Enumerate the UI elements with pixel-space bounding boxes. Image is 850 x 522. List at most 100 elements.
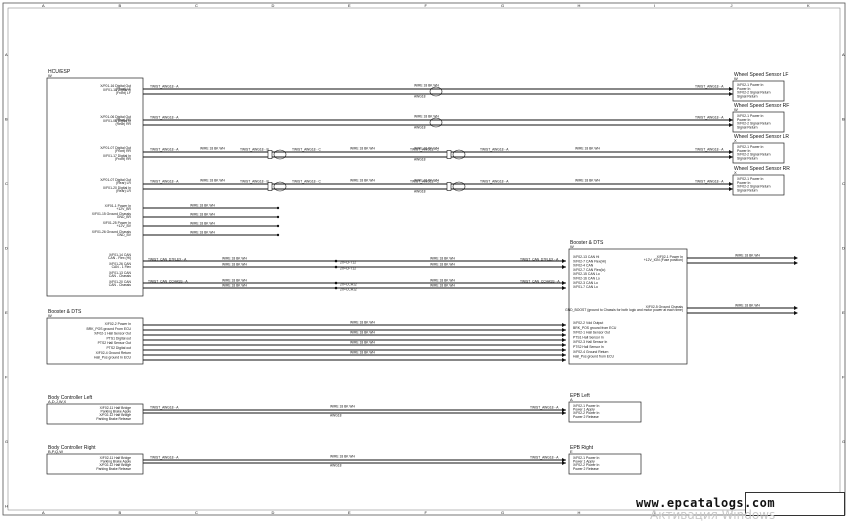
hcu-pin-label: X/F01-16 Digital Out <box>100 84 131 88</box>
hcu-pin-label: X/F01-06 Digital Out <box>100 115 131 119</box>
outer-border <box>2 2 846 516</box>
booster-right-ground-pin: X/F02-5 Ground Chassis <box>646 305 684 309</box>
bc-right-box <box>46 453 144 475</box>
wire-spec: WIRE 18 BK WH <box>735 254 761 258</box>
epb-left-subtitle: A <box>570 397 573 402</box>
twist-tag: TWIST_AWG18 - A <box>530 406 559 410</box>
twist-tag: TWIST_AWG18 - C <box>410 180 439 184</box>
sensor-pin: Power In <box>737 118 750 122</box>
row-marker: D <box>5 246 8 251</box>
booster-left-pin: X/F02-1 Hall Sensor Out <box>94 332 131 336</box>
bc-right-subtitle: B,P,Q,W <box>48 449 63 454</box>
epb-right-pin: Power 1 Apply <box>573 460 595 464</box>
bc-left-pin: Parking Brake Apply <box>100 410 131 414</box>
watermark-url: www.epcatalogs.com <box>636 496 776 510</box>
booster-right-pin-bottom: PTS1 Hall Sensor In <box>573 335 604 339</box>
twist-tag: TWIST_AWG18 - B <box>240 148 269 152</box>
can-tag: TWIST_CAN_CCHASS - A <box>148 280 188 284</box>
wire-spec: WIRE 18 BK WH <box>430 279 456 283</box>
wire-spec: WIRE 18 BK WH <box>430 257 456 261</box>
hcu-pin-label: X/F01-07 Digital Out <box>100 146 131 150</box>
column-marker: F <box>425 510 428 515</box>
column-marker: A <box>42 510 45 515</box>
wire-arrow <box>562 328 566 332</box>
booster-left-pin: PTS2 Hall Sensor Out <box>98 341 131 345</box>
booster-left-pin: X/F02-2 Power In <box>105 322 131 326</box>
splice-tag: 2X+CFT12 <box>340 267 356 271</box>
row-marker: E <box>842 310 845 315</box>
hcu-box <box>46 77 144 297</box>
booster-right-title: Booster & DTS <box>570 240 604 246</box>
wire-spec: WIRE 18 BK WH <box>190 213 216 217</box>
epb-left-pin: Power 2 Release <box>573 415 599 419</box>
wire-arrow <box>562 461 566 465</box>
wire-spec: WIRE 18 BK WH <box>330 455 356 459</box>
wire-arrow <box>562 259 566 263</box>
inline-connector <box>267 182 273 191</box>
booster-right-pin-bottom: BRK_POS ground from ECU <box>573 326 617 330</box>
hcu-pin-name: (Rear) RR <box>116 122 132 126</box>
sensor-pin: Signal Return <box>737 125 758 129</box>
wire-arrow <box>794 311 798 315</box>
wire-spec: AWG18 <box>330 464 342 468</box>
wire-spec: AWG18 <box>330 414 342 418</box>
wire-spec: WIRE 18 BK WH <box>222 257 248 261</box>
hcu-pin-label: X/F01-13 CAN <box>109 271 132 275</box>
row-marker: F <box>842 375 845 380</box>
sensor-pin: X/F02-2 Signal Return <box>737 153 771 157</box>
column-marker: A <box>42 3 45 8</box>
twist-tag: TWIST_AWG18 - A <box>150 180 179 184</box>
sensor-pin: X/F02-1 Power In <box>737 177 763 181</box>
epb-right-box <box>568 453 642 475</box>
inner-border <box>7 7 841 511</box>
sensor-pin: X/F02-2 Signal Return <box>737 185 771 189</box>
hcu-pin-label: X/F01-07 Digital Out <box>100 178 131 182</box>
wire-arrow <box>562 343 566 347</box>
hcu-pin-name: CAN - Chassis <box>109 283 132 287</box>
epb-right-pin: X/F02-2 Power In <box>573 463 599 467</box>
wire-arrow <box>562 458 566 462</box>
hcu-pin-label: X/F01-20 Digital In <box>103 186 131 190</box>
wire-arrow <box>729 182 733 186</box>
wire-arrow <box>794 306 798 310</box>
splice-tag: 2X+CFT12 <box>340 261 356 265</box>
column-marker: I <box>654 510 655 515</box>
hcu-pin-name: (Front) RR <box>115 157 132 161</box>
booster-left-pin: BRK_POS ground From ECU <box>87 327 132 331</box>
hcu-pin-name: GND_BR <box>117 215 132 219</box>
wire-spec: AWG18 <box>414 158 426 162</box>
booster-right-pin-top: X/F02-13 CAN Hi <box>573 255 599 259</box>
wire-spec: WIRE 18 BK WH <box>222 284 248 288</box>
wheel-speed-sensor-box <box>732 142 785 164</box>
hcu-pin-name: CAN - 1 Flex <box>112 265 132 269</box>
hcu-subtitle: W <box>48 73 52 78</box>
twist-tag: TWIST_AWG18 - A <box>150 406 179 410</box>
wire-arrow <box>729 123 733 127</box>
twist-tag: TWIST_AWG18 - A <box>695 85 724 89</box>
column-marker: B <box>119 3 122 8</box>
wire-arrow <box>562 353 566 357</box>
row-marker: D <box>842 246 845 251</box>
column-marker: H <box>578 3 581 8</box>
twist-tag: TWIST_AWG18 - A <box>150 116 179 120</box>
wheel-speed-sensor-subtitle: W <box>734 76 738 81</box>
twist-marker <box>452 181 466 192</box>
wire-spec: WIRE 18 BK WH <box>350 321 376 325</box>
row-marker: H <box>5 504 8 509</box>
epb-left-pin: Power 1 Apply <box>573 408 595 412</box>
module-boxes <box>46 77 785 475</box>
booster-left-pin: PTS1 Digital out <box>107 336 132 340</box>
twist-tag: TWIST_AWG18 - A <box>150 148 179 152</box>
booster-left-pin: Hall_Pos ground In ECU <box>94 356 131 360</box>
can-splice-dot <box>334 281 338 285</box>
drawing-frame: AABBCCDDEEFFGGHHIIJJKKAABBCCDDEEFFGGHH <box>2 2 846 516</box>
booster-left-pin: X/F02-4 Ground Return <box>96 351 132 355</box>
wire-spec: WIRE 18 BK WH <box>222 263 248 267</box>
row-marker: A <box>842 52 845 57</box>
column-marker: C <box>195 3 198 8</box>
bc-left-pin: X/F02-11 Half Bridge <box>100 406 132 410</box>
hcu-pin-name: (Front) LF <box>116 91 131 95</box>
row-marker: E <box>5 310 8 315</box>
wire-arrow <box>562 281 566 285</box>
bc-right-pin: X/F02-11 Half Bridge <box>100 456 132 460</box>
